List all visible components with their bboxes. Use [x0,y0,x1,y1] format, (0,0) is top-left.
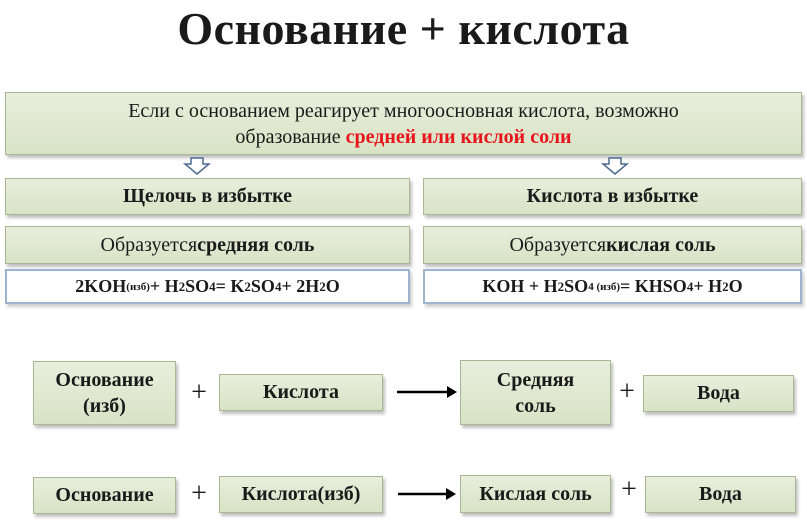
scheme2-base-box: Основание [33,477,176,514]
down-arrow-right-icon [600,157,630,175]
eq-text: SO [564,276,589,296]
scheme1-base-line1: Основание [55,369,154,391]
eq-sub: 2 [319,278,326,294]
right-header: Кислота в избытке [526,185,699,207]
eq-sub: 2 [722,278,729,294]
scheme1-acid-box: Кислота [219,374,383,411]
eq-sub: 4 [686,278,694,294]
scheme2-acid: Кислота(изб) [241,483,361,505]
left-result-prefix: Образуется [100,233,198,256]
eq-sub: 4 [209,278,216,294]
scheme1-product-line1: Средняя [496,368,575,391]
eq-sub: 4 [274,278,282,294]
left-header: Щелочь в избытке [122,185,293,207]
eq-text: SO [250,276,275,296]
eq-text: O [325,276,340,296]
right-result-box: Образуется кислая соль [423,226,802,264]
page-title: Основание + кислота [177,3,630,54]
scheme2-water-box: Вода [645,476,796,513]
scheme2-product: Кислая соль [479,482,592,505]
scheme1-base-box: Основание (изб) [33,361,176,425]
eq-text: O [728,276,743,296]
left-result-bold: средняя соль [197,233,315,256]
reaction-arrow-1-icon [397,386,457,398]
eq-text: KOH + H [482,276,558,296]
intro-highlight: средней или кислой соли [345,125,572,148]
scheme1-water: Вода [697,382,740,404]
scheme1-water-box: Вода [643,375,794,412]
eq-sub: 2 [178,278,186,294]
right-result-bold: кислая соль [606,233,716,256]
scheme1-plus-2: + [619,376,635,407]
right-result-prefix: Образуется [509,233,607,256]
reaction-arrow-2-icon [398,488,456,500]
down-arrow-left-icon [182,157,212,175]
eq-sub: 4 (изб) [588,280,621,293]
scheme1-product-line2: соль [515,394,556,417]
eq-sub: (изб) [126,280,150,293]
scheme1-acid: Кислота [263,381,339,403]
eq-text: = KHSO [620,276,687,296]
scheme2-base: Основание [55,484,154,506]
left-result-box: Образуется средняя соль [5,226,410,264]
eq-text: + 2H [281,276,320,296]
intro-line-2: образование средней или кислой соли [235,124,571,150]
scheme2-plus-2: + [621,474,637,505]
scheme2-plus-1: + [191,478,207,509]
eq-text: + H [149,276,179,296]
scheme1-product-box: Средняя соль [460,360,611,425]
eq-text: = K [215,276,245,296]
scheme2-product-box: Кислая соль [460,475,611,513]
left-header-box: Щелочь в избытке [5,178,410,215]
intro-line-2-prefix: образование [235,125,346,148]
eq-text: 2KOH [75,276,127,296]
scheme1-base-line2: (изб) [83,395,126,417]
scheme1-plus-1: + [191,377,207,408]
scheme2-acid-box: Кислота(изб) [219,476,383,513]
intro-line-1: Если с основанием реагирует многоосновна… [128,99,679,122]
eq-text: SO [185,276,210,296]
intro-box: Если с основанием реагирует многоосновна… [5,92,802,155]
scheme2-water: Вода [699,483,742,505]
eq-sub: 2 [244,278,251,294]
eq-text: + H [693,276,723,296]
right-header-box: Кислота в избытке [423,178,802,215]
eq-sub: 2 [557,278,565,294]
